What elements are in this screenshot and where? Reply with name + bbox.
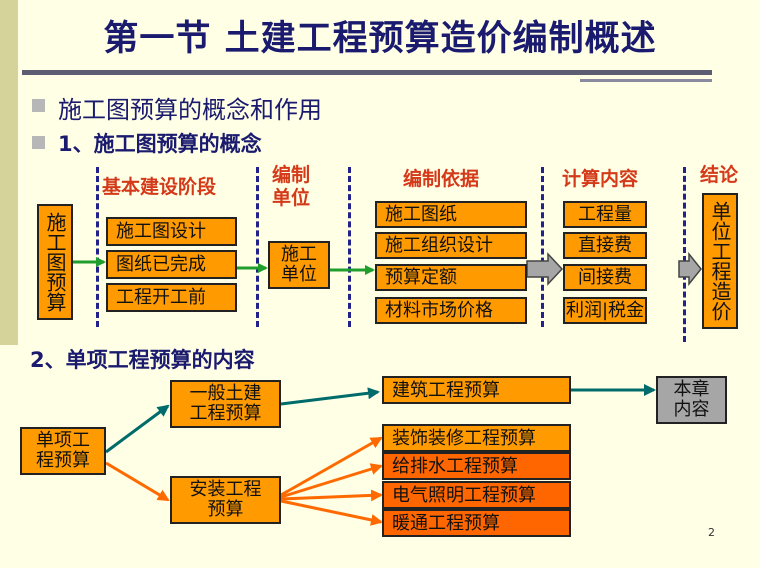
stage-item: 工程开工前 bbox=[106, 283, 237, 312]
page-title: 第一节 土建工程预算造价编制概述 bbox=[103, 19, 657, 59]
install-item: 装饰装修工程预算 bbox=[382, 424, 571, 452]
column-separator bbox=[541, 167, 544, 327]
block-arrow-basis-to-calc bbox=[526, 252, 564, 286]
column-separator bbox=[348, 167, 351, 327]
basis-item: 材料市场价格 bbox=[375, 297, 527, 324]
column-separator bbox=[96, 167, 99, 327]
arrow-root-to-general bbox=[105, 404, 170, 454]
install-item: 电气照明工程预算 bbox=[382, 481, 571, 509]
box-installation-budget: 安装工程 预算 bbox=[170, 476, 281, 524]
basis-item: 预算定额 bbox=[375, 264, 527, 291]
calc-item: 直接费 bbox=[563, 232, 647, 259]
arrow-install-to-plumbing bbox=[280, 463, 383, 499]
calc-item: 间接费 bbox=[563, 264, 647, 291]
arrow-general-to-building bbox=[280, 387, 380, 406]
header-basis: 编制依据 bbox=[403, 168, 480, 190]
install-item: 给排水工程预算 bbox=[382, 452, 571, 480]
box-building-budget: 建筑工程预算 bbox=[382, 376, 571, 404]
arrow-root-to-install bbox=[105, 461, 170, 502]
column-separator bbox=[256, 167, 259, 327]
arrow-install-to-electrical bbox=[280, 489, 383, 502]
header-stage: 基本建设阶段 bbox=[102, 176, 217, 198]
side-accent-bar bbox=[0, 0, 18, 345]
box-general-civil-budget: 一般土建 工程预算 bbox=[170, 380, 281, 428]
install-item: 暖通工程预算 bbox=[382, 509, 571, 537]
title-divider-secondary bbox=[580, 79, 712, 82]
section-heading: 2、单项工程预算的内容 bbox=[30, 348, 255, 372]
title-divider bbox=[22, 70, 712, 75]
box-construction-unit: 施工 单位 bbox=[268, 241, 330, 289]
bullet-square-icon bbox=[32, 136, 45, 149]
header-unit: 编制 单位 bbox=[272, 164, 311, 209]
calc-item: 工程量 bbox=[563, 201, 647, 228]
basis-item: 施工组织设计 bbox=[375, 232, 527, 259]
stage-item: 施工图设计 bbox=[106, 217, 237, 246]
arrow-install-to-decor bbox=[280, 436, 383, 497]
bullet-concept-and-role: 施工图预算的概念和作用 bbox=[58, 96, 322, 124]
box-chapter-content: 本章 内容 bbox=[656, 376, 727, 424]
arrow-install-to-hvac bbox=[280, 499, 383, 526]
column-separator bbox=[683, 167, 686, 342]
bullet-square-icon bbox=[32, 99, 45, 112]
stage-item: 图纸已完成 bbox=[106, 250, 237, 279]
block-arrow-calc-to-result bbox=[678, 251, 702, 287]
box-single-project-budget: 单项工 程预算 bbox=[20, 427, 106, 475]
header-conclusion: 结论 bbox=[700, 164, 739, 186]
calc-item: 利润|税金 bbox=[563, 297, 647, 324]
page-number: 2 bbox=[708, 526, 715, 539]
basis-item: 施工图纸 bbox=[375, 201, 527, 228]
box-unit-project-cost: 单位工程造价 bbox=[702, 193, 738, 329]
header-calc: 计算内容 bbox=[562, 168, 639, 190]
bullet-concept: 1、施工图预算的概念 bbox=[58, 132, 262, 156]
box-construction-budget: 施工图预算 bbox=[37, 204, 73, 320]
